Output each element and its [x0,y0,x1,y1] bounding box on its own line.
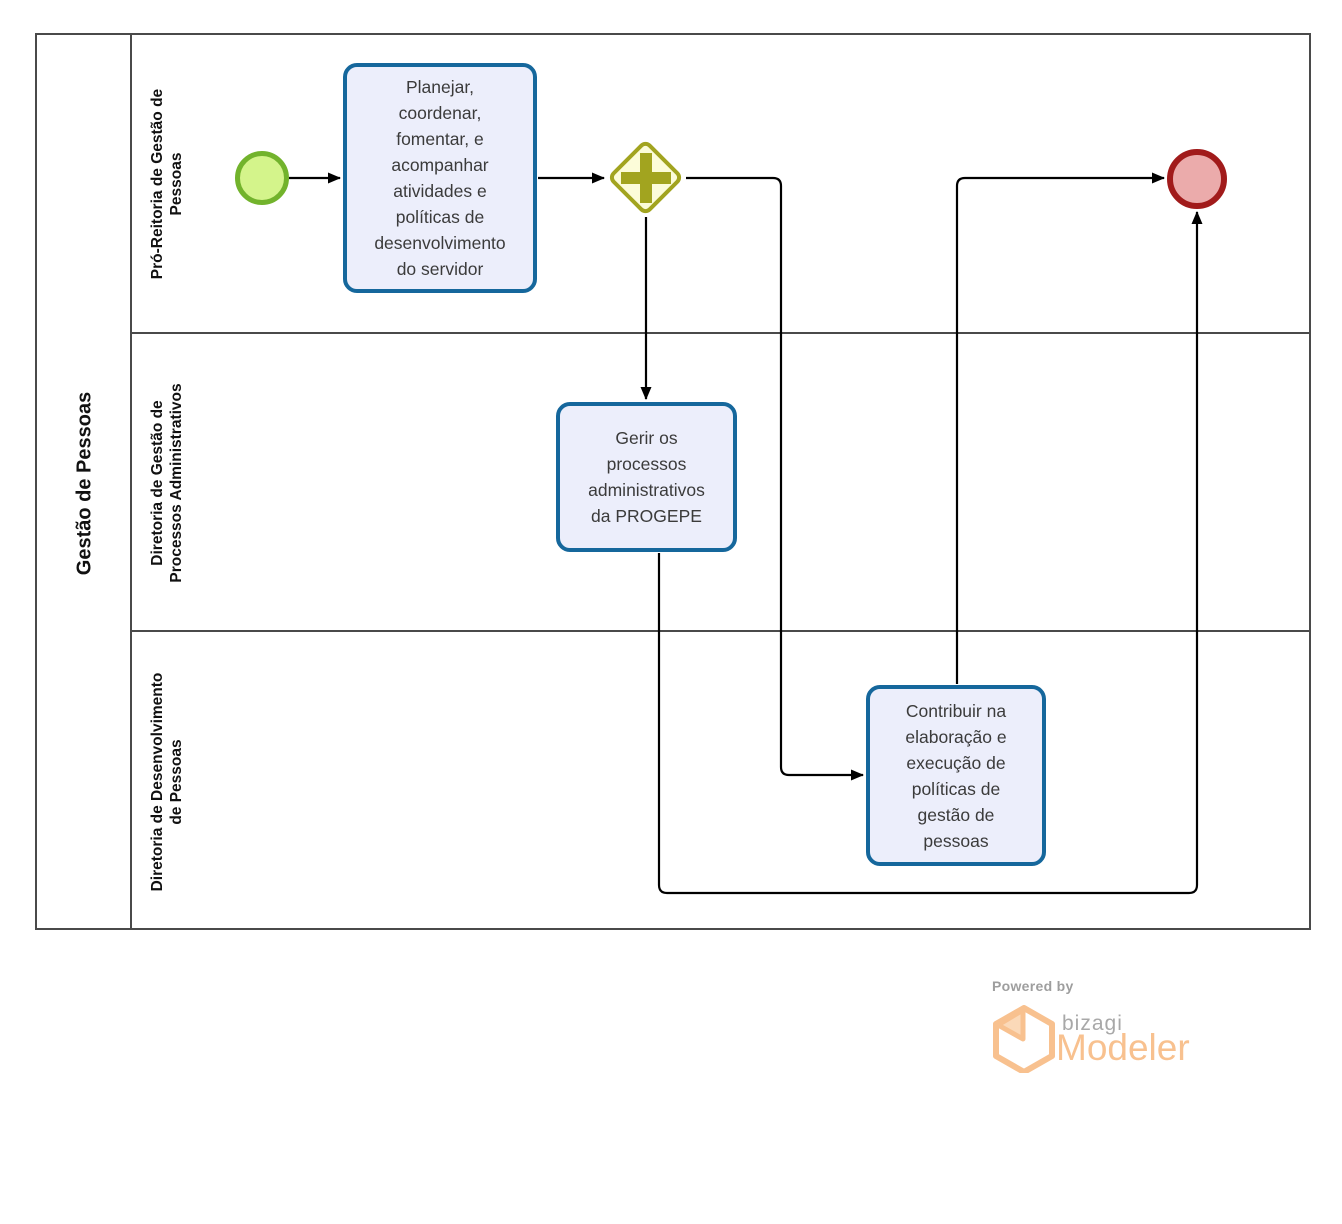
task-contribuir-label: Contribuir na elaboração e execução de p… [905,700,1007,851]
lane-diretoria-desenvolvimento [132,632,1309,928]
lane-label-diretoria-desenvolvimento: Diretoria de Desenvolvimento de Pessoas [149,672,185,892]
task-gerir-label: Gerir os processos administrativos da PR… [588,428,705,526]
bizagi-branding: Powered by bizagi Modeler [990,978,1270,1088]
task-planejar-label: Planejar, coordenar, fomentar, e acompan… [374,77,506,279]
lane-label-pro-reitoria: Pró-Reitoria de Gestão de Pessoas [149,88,185,280]
lane-pro-reitoria [132,35,1309,334]
modeler-wordmark: Modeler [1056,1027,1190,1068]
start-event [235,151,289,205]
pool-title: Gestão de Pessoas [73,391,96,576]
parallel-gateway-plus-icon [640,152,652,203]
task-planejar: Planejar, coordenar, fomentar, e acompan… [343,63,537,293]
bizagi-wordmark: bizagi [1062,1012,1123,1035]
task-contribuir: Contribuir na elaboração e execução de p… [866,685,1046,866]
lane-label-diretoria-processos: Diretoria de Gestão de Processos Adminis… [149,383,185,583]
bizagi-logo-icon [993,1005,1055,1073]
end-event [1167,149,1227,209]
powered-by-text: Powered by [992,978,1074,994]
task-gerir: Gerir os processos administrativos da PR… [556,402,737,552]
pool-header: Gestão de Pessoas [37,35,132,928]
